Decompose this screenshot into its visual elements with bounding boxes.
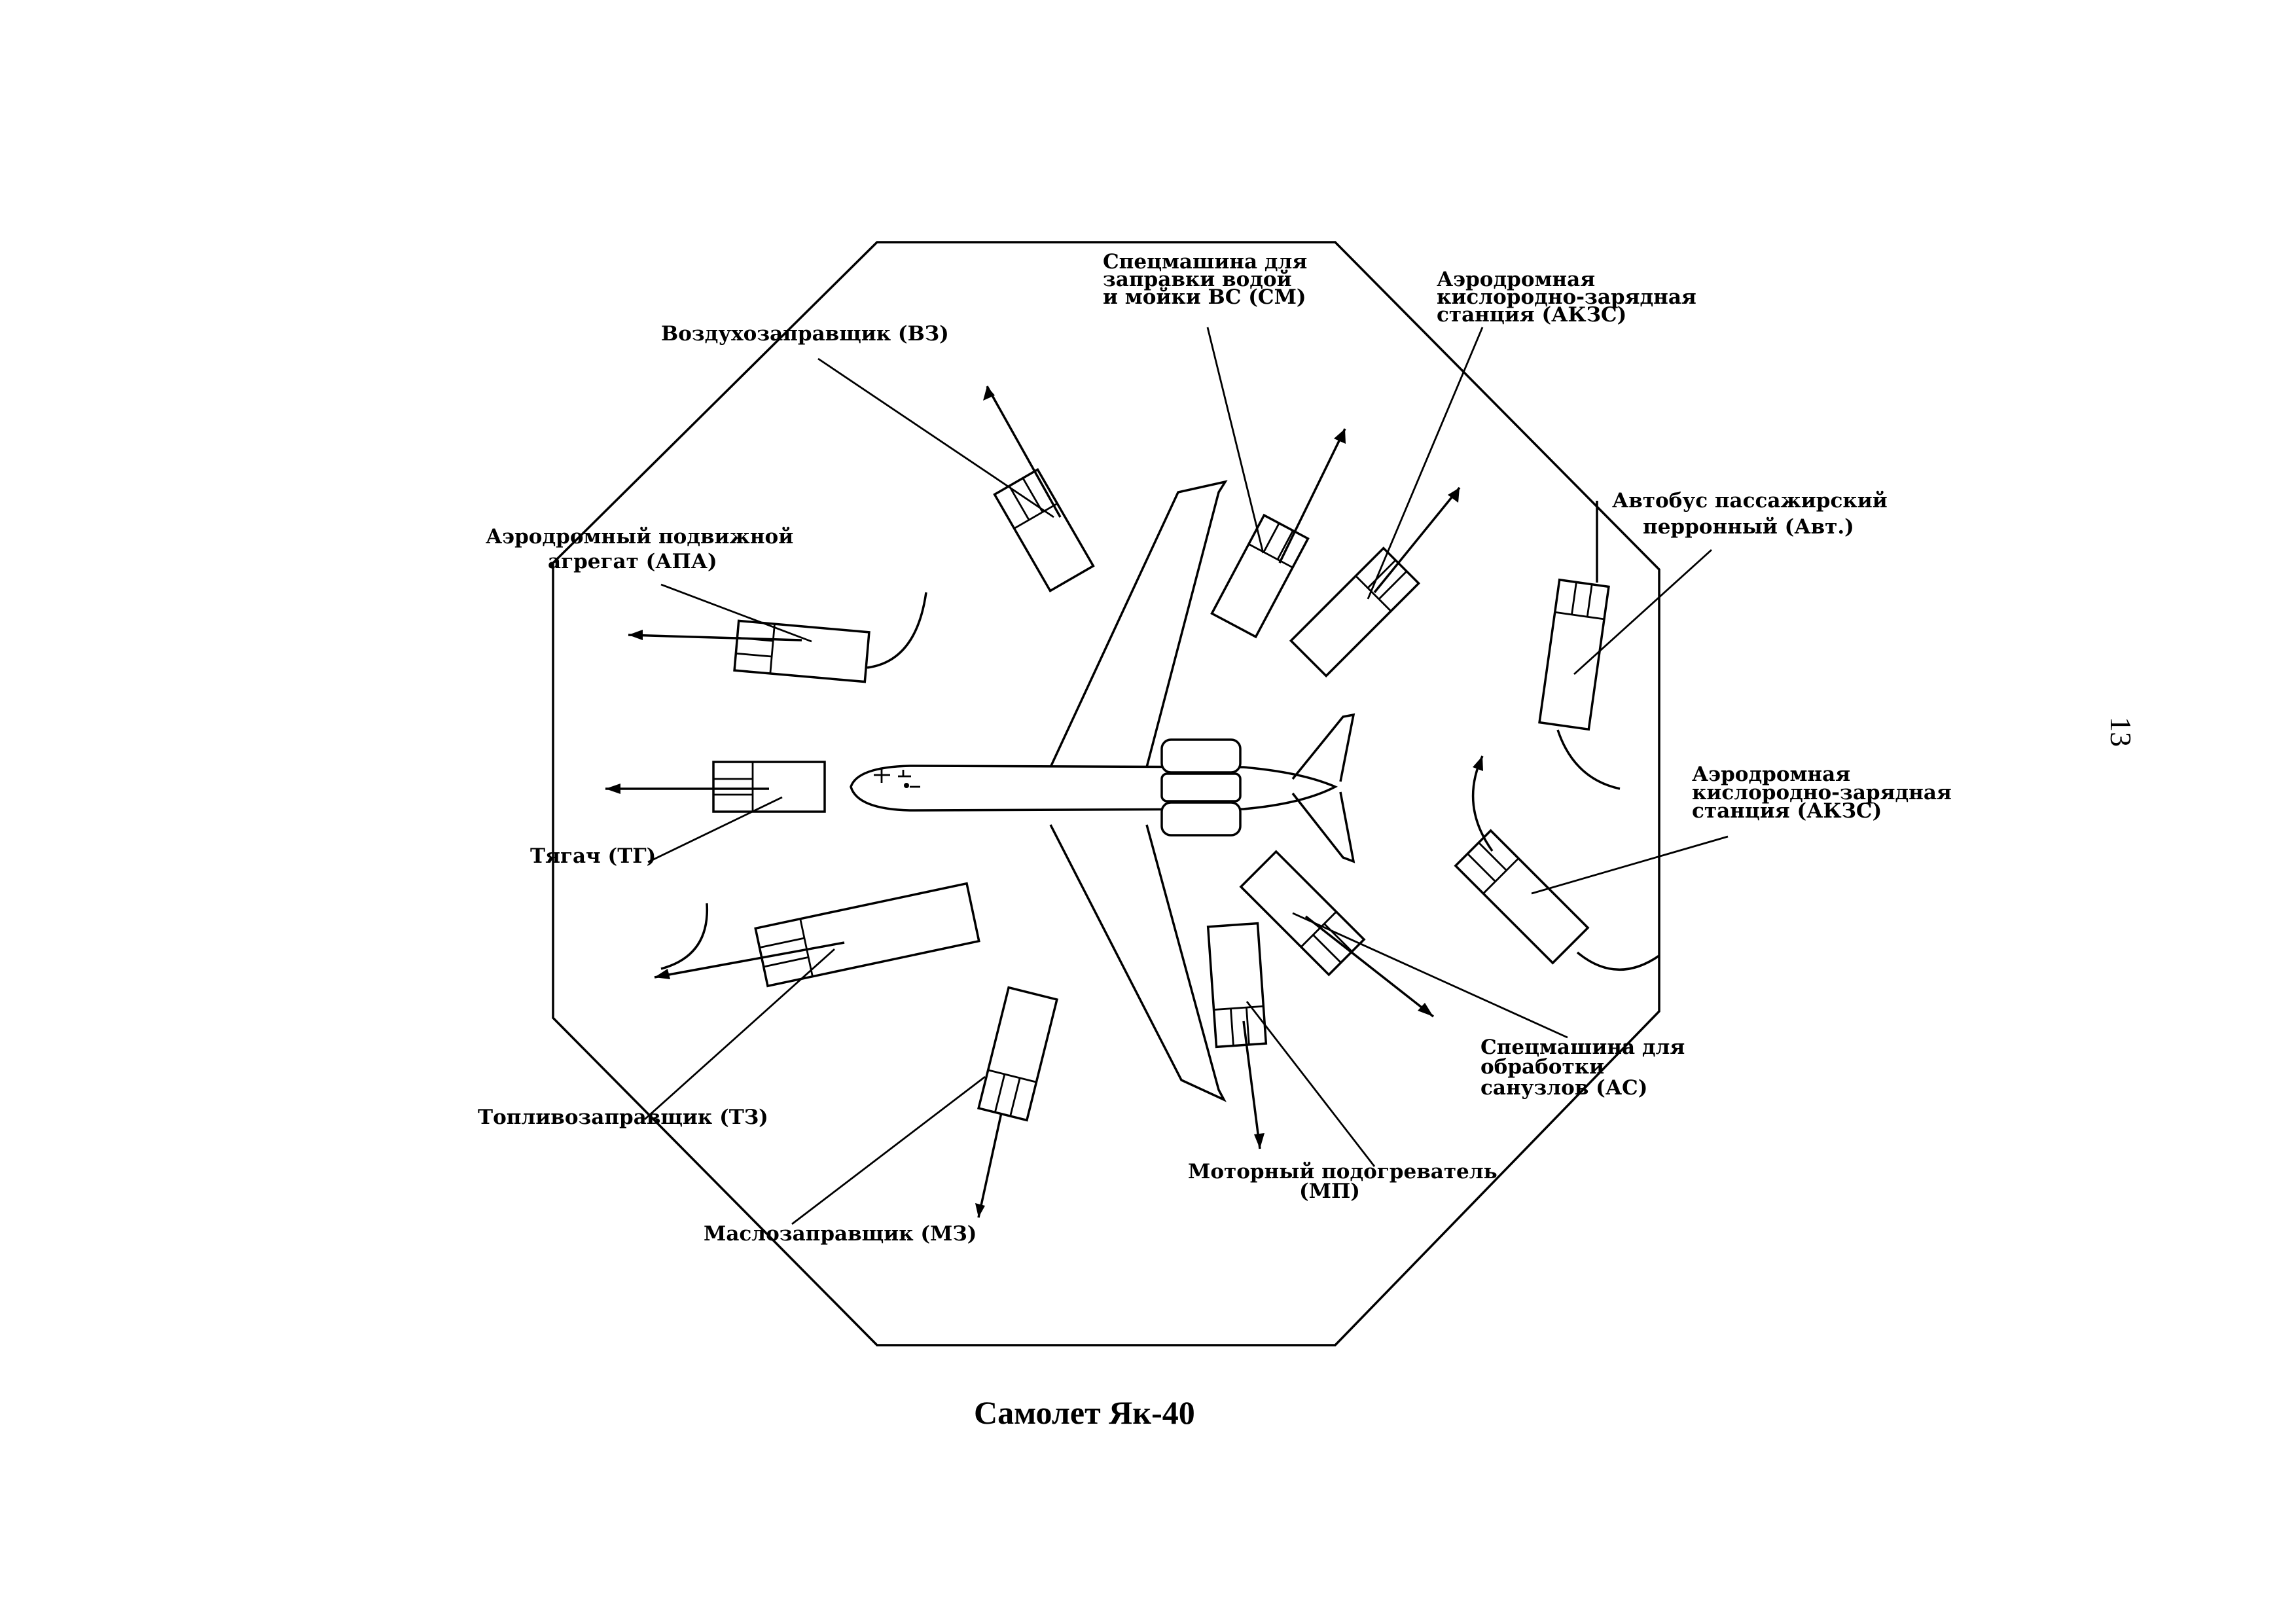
aircraft-fuselage bbox=[850, 765, 1338, 812]
aircraft-nose-gear bbox=[904, 783, 909, 788]
aircraft-upper-wing bbox=[1049, 480, 1228, 768]
vehicle-mp bbox=[1206, 922, 1268, 1049]
vehicle-avt bbox=[1538, 578, 1610, 731]
label-tg: Тягач (ТГ) bbox=[530, 844, 656, 868]
diagram-caption: Самолет Як-40 bbox=[974, 1394, 1195, 1431]
label-mp: Моторный подогреватель (МП) bbox=[1188, 1160, 1504, 1203]
vehicle-akzs-top bbox=[1289, 546, 1421, 678]
aircraft-stabilizer-lower bbox=[1291, 791, 1355, 863]
label-apa: Аэродромный подвижной агрегат (АПА) bbox=[486, 525, 800, 573]
label-vz: Воздухозаправщик (ВЗ) bbox=[661, 322, 949, 346]
label-avt: Автобус пассажирский перронный (Авт.) bbox=[1612, 489, 1895, 539]
label-tz: Топливозаправщик (ТЗ) bbox=[478, 1106, 768, 1129]
vehicle-mz bbox=[977, 986, 1058, 1122]
aircraft-yak40 bbox=[850, 480, 1355, 1102]
vehicle-as bbox=[1239, 850, 1366, 977]
vehicle-tz bbox=[754, 882, 980, 988]
label-sm: Спецмашина для заправки водой и мойки ВС… bbox=[1103, 250, 1314, 309]
leader-lines bbox=[644, 327, 1729, 1225]
page-number: 13 bbox=[2104, 717, 2138, 747]
aircraft-cockpit-marks bbox=[874, 768, 920, 788]
aircraft-engine-upper bbox=[1160, 738, 1242, 774]
apron-boundary bbox=[552, 241, 1660, 1346]
aircraft-engine-lower bbox=[1160, 801, 1242, 837]
vehicle-vz bbox=[993, 467, 1095, 593]
vehicle-apa bbox=[733, 619, 870, 683]
vehicle-sm bbox=[1210, 513, 1310, 639]
label-as: Спецмашина для обработки санузлов (АС) bbox=[1480, 1036, 1692, 1100]
label-akzs-right: Аэродромная кислородно-зарядная станция … bbox=[1692, 763, 1959, 823]
aircraft-engine-center bbox=[1160, 772, 1242, 803]
movement-paths bbox=[605, 386, 1660, 1218]
vehicle-tg bbox=[712, 761, 826, 813]
vehicle-akzs-right bbox=[1454, 829, 1590, 965]
aircraft-lower-wing bbox=[1049, 824, 1227, 1102]
label-mz: Маслозаправщик (МЗ) bbox=[704, 1222, 977, 1246]
aircraft-stabilizer-upper bbox=[1291, 713, 1355, 782]
label-akzs-top: Аэродромная кислородно-зарядная станция … bbox=[1437, 268, 1704, 327]
